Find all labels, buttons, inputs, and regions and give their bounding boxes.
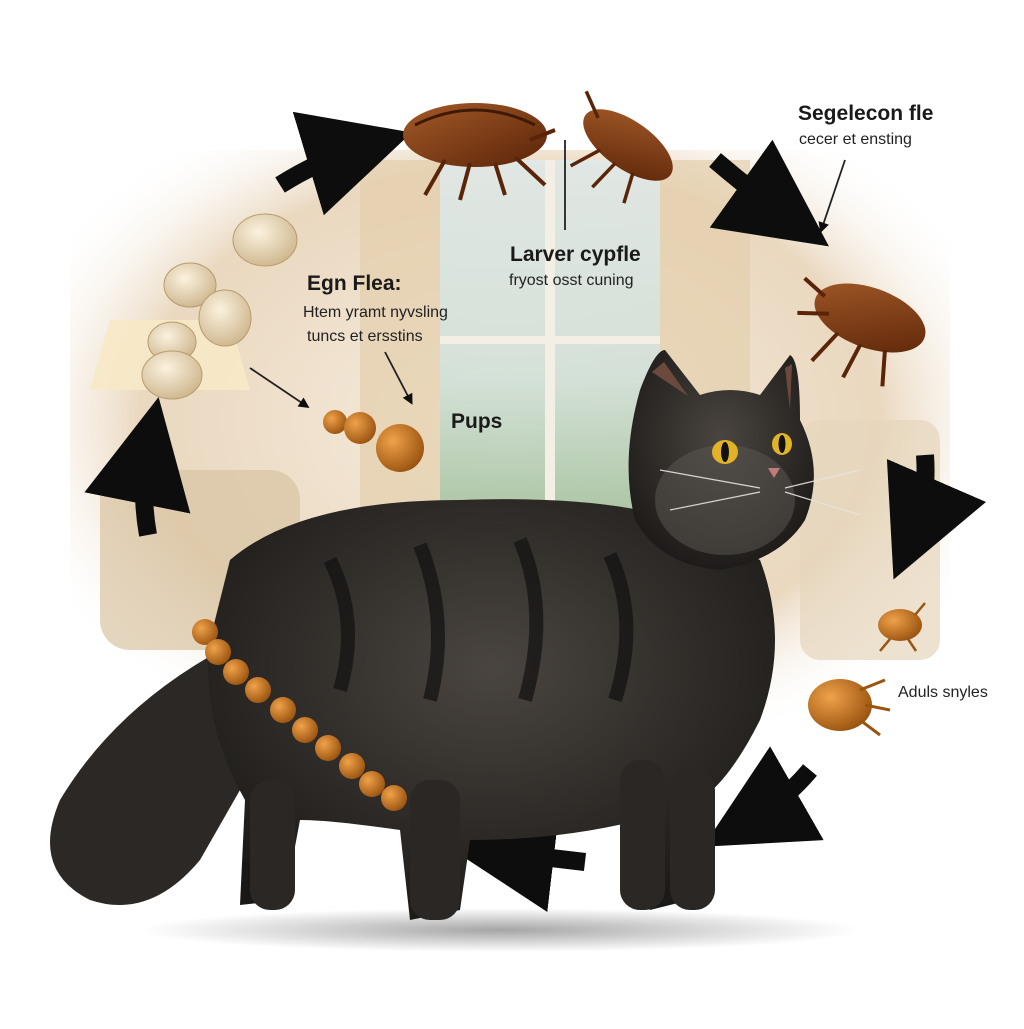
flea-icon: [878, 609, 922, 641]
adult-top-stage-line1: cecer et ensting: [799, 131, 912, 148]
pupa-icon: [315, 735, 341, 761]
pupae-cluster: [323, 410, 424, 472]
egg-icon: [232, 213, 298, 267]
egg-stage-line1: Htem yramt nyvsling: [303, 304, 448, 321]
cycle-arrow-icon: [703, 746, 824, 847]
cycle-arrow-icon: [709, 139, 829, 247]
flea-icon: [814, 283, 926, 353]
larva-stage-line1: fryost osst cuning: [509, 272, 634, 289]
flea-top-left: [403, 103, 556, 201]
pupae-chain: [192, 619, 407, 811]
pupa-icon: [359, 771, 385, 797]
egg-icon: [198, 289, 252, 347]
larva-stage-title: Larver cypfle: [510, 243, 641, 266]
pupa-icon: [323, 410, 347, 434]
flea-right: [797, 276, 926, 387]
egg-stage-line2: tuncs et ersstins: [307, 328, 423, 345]
pupa-icon: [245, 677, 271, 703]
egg-icon: [141, 350, 203, 400]
egg-icon: [163, 262, 217, 308]
adult-small-2: [808, 678, 891, 737]
pupa-icon: [292, 717, 318, 743]
adult-small-1: [878, 602, 926, 652]
pupa-icon: [192, 619, 218, 645]
pupa-stage-title: Pups: [451, 410, 503, 433]
pupa-icon: [223, 659, 249, 685]
cat-illustration: [50, 350, 861, 920]
cycle-arrow-icon: [275, 111, 412, 216]
pointer-lines: [249, 140, 846, 409]
pupa-icon: [339, 753, 365, 779]
pupa-icon: [381, 785, 407, 811]
eggs-cluster: [141, 213, 298, 400]
pupa-icon: [344, 412, 376, 444]
pupa-icon: [205, 639, 231, 665]
cycle-arrow-icon: [84, 397, 191, 537]
cycle-arrows: [84, 111, 987, 912]
flea-top-right: [569, 90, 673, 204]
pupa-icon: [270, 697, 296, 723]
cycle-arrow-icon: [446, 804, 587, 912]
flea-icon: [403, 103, 547, 167]
egg-stage-title: Egn Flea:: [307, 272, 402, 295]
adult-top-stage-title: Segelecon fle: [798, 102, 934, 125]
pupa-icon: [376, 424, 424, 472]
flea-icon: [808, 679, 872, 731]
cycle-arrow-icon: [886, 454, 987, 580]
cat-shadow: [140, 908, 860, 952]
adult-bottom-stage-title: Aduls snyles: [898, 684, 988, 701]
flea-icon: [583, 109, 673, 181]
